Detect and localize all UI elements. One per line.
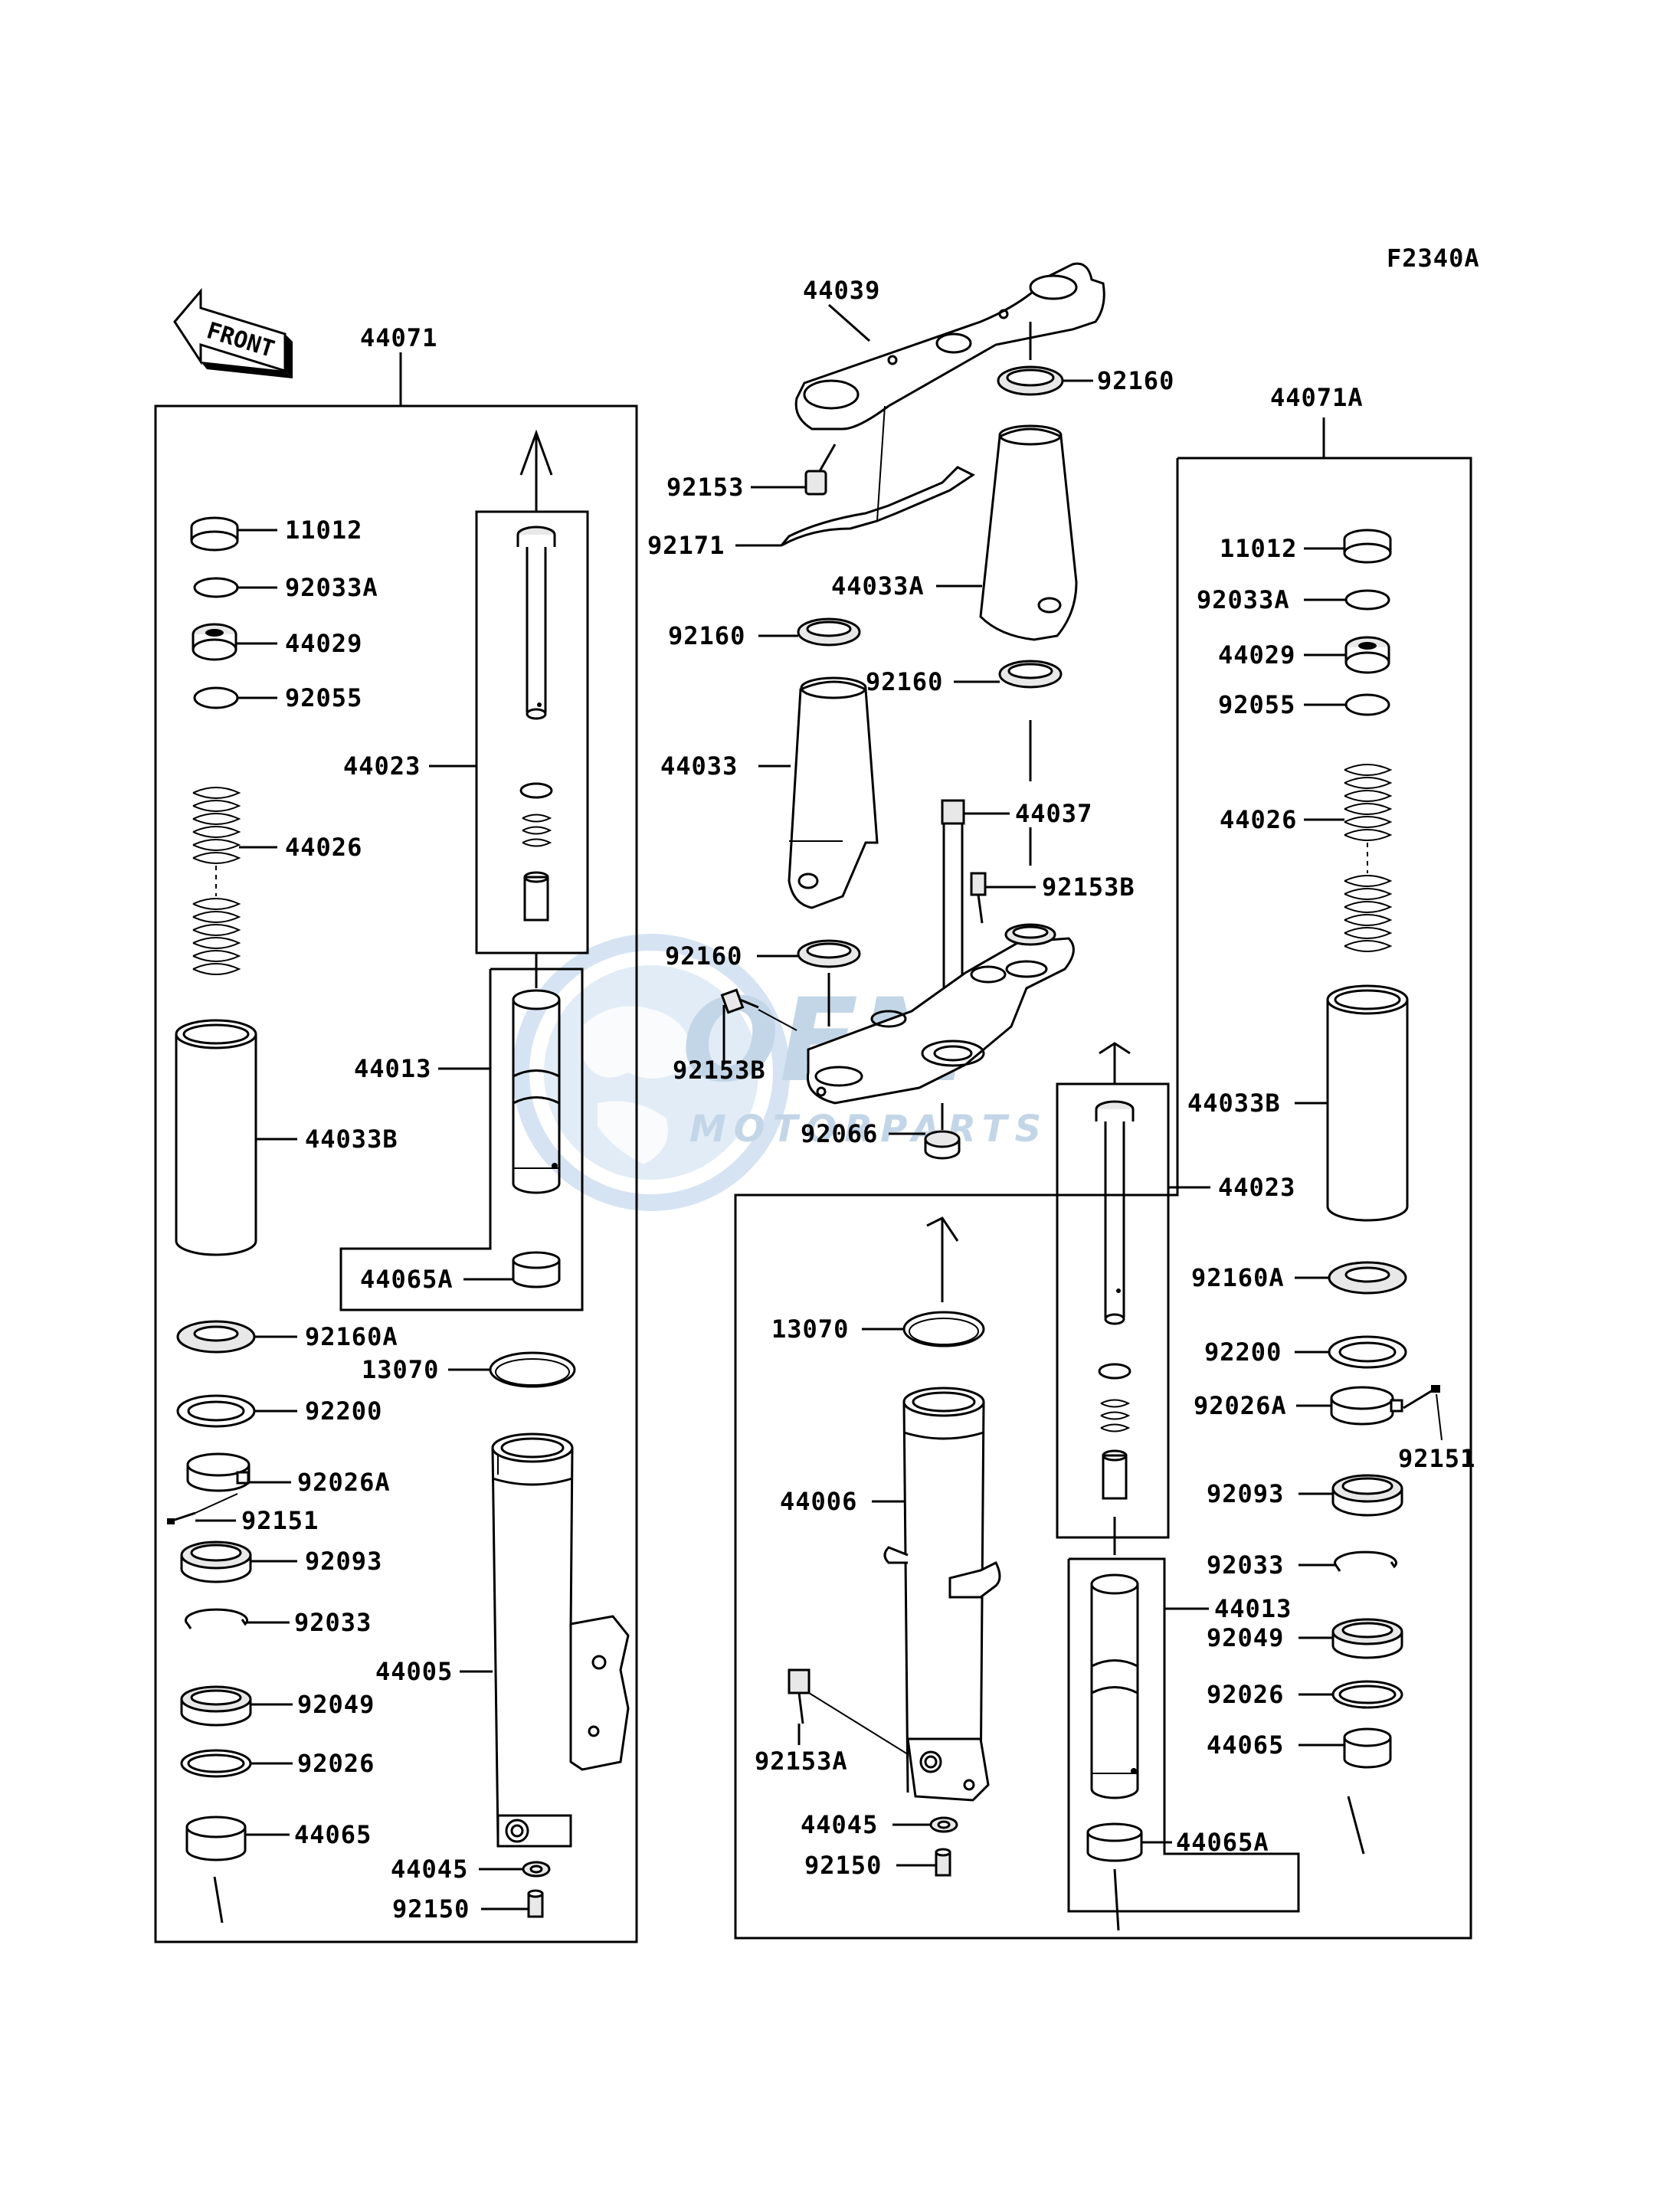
label-44045-left: 44045 bbox=[391, 1855, 468, 1884]
diagram-code: F2340A bbox=[1387, 244, 1480, 273]
label-44033B-right: 44033B bbox=[1187, 1089, 1281, 1118]
label-11012-right: 11012 bbox=[1220, 534, 1297, 563]
label-92049-right: 92049 bbox=[1207, 1623, 1284, 1652]
label-44065A-left: 44065A bbox=[360, 1265, 454, 1294]
right-cartridge-frame bbox=[1056, 1082, 1170, 1539]
label-44033A: 44033A bbox=[831, 571, 925, 601]
label-44013-right: 44013 bbox=[1214, 1594, 1292, 1623]
label-92033-right: 92033 bbox=[1207, 1550, 1284, 1580]
label-92160A-left: 92160A bbox=[305, 1322, 398, 1351]
bolt-icon bbox=[788, 1668, 909, 1755]
left-assembly-frame bbox=[154, 404, 638, 1943]
label-92049-left: 92049 bbox=[297, 1690, 375, 1719]
label-44065-right: 44065 bbox=[1207, 1730, 1284, 1760]
label-92200-right: 92200 bbox=[1204, 1338, 1282, 1367]
left-outer-tube bbox=[491, 1432, 630, 1848]
spring-icon bbox=[1344, 764, 1393, 952]
label-92171: 92171 bbox=[647, 531, 725, 560]
label-44039: 44039 bbox=[803, 276, 880, 305]
label-92026-right: 92026 bbox=[1207, 1680, 1284, 1709]
bolt-icon bbox=[720, 988, 759, 1014]
right-fork-assembly: 44071A 11012 92033A 44029 92055 44026 bbox=[734, 383, 1475, 1940]
label-44071: 44071 bbox=[360, 323, 437, 352]
label-44045-right: 44045 bbox=[801, 1810, 878, 1839]
label-44023-left: 44023 bbox=[343, 751, 421, 781]
label-92200-left: 92200 bbox=[305, 1396, 382, 1426]
label-92055-left: 92055 bbox=[285, 683, 362, 712]
steering-assembly: 44039 92160 92153 92171 44033A 92160 bbox=[647, 262, 1174, 1160]
label-44065A-right: 44065A bbox=[1176, 1828, 1269, 1857]
label-44029-left: 44029 bbox=[285, 629, 362, 658]
label-92026A-right: 92026A bbox=[1194, 1391, 1287, 1420]
label-92151-right: 92151 bbox=[1398, 1444, 1475, 1473]
label-44006: 44006 bbox=[780, 1487, 857, 1516]
label-92160A-right: 92160A bbox=[1191, 1263, 1285, 1292]
label-44029-right: 44029 bbox=[1218, 640, 1295, 670]
label-13070-left: 13070 bbox=[362, 1355, 439, 1384]
label-13070-right: 13070 bbox=[771, 1315, 849, 1344]
label-92160-c: 92160 bbox=[665, 941, 742, 971]
label-92066: 92066 bbox=[801, 1119, 878, 1148]
label-92150-right: 92150 bbox=[804, 1851, 882, 1880]
label-44071A: 44071A bbox=[1270, 383, 1364, 412]
label-11012-left: 11012 bbox=[285, 516, 362, 545]
label-92026-left: 92026 bbox=[297, 1749, 375, 1778]
label-44013-left: 44013 bbox=[354, 1054, 431, 1083]
bolt-icon bbox=[970, 872, 987, 924]
label-44005-left: 44005 bbox=[375, 1657, 453, 1686]
label-44065-left: 44065 bbox=[294, 1820, 372, 1849]
label-92153: 92153 bbox=[666, 473, 744, 502]
watermark-sub: MOTORPARTS bbox=[689, 1108, 1049, 1151]
label-44026-left: 44026 bbox=[285, 833, 362, 862]
front-arrow-icon: FRONT bbox=[173, 287, 293, 378]
label-92153B-b: 92153B bbox=[673, 1056, 766, 1085]
label-92055-right: 92055 bbox=[1218, 690, 1295, 719]
label-44033B-left: 44033B bbox=[305, 1125, 398, 1154]
right-assembly-frame bbox=[734, 457, 1472, 1940]
left-cartridge-frame bbox=[475, 510, 589, 954]
label-92093-right: 92093 bbox=[1207, 1479, 1284, 1508]
label-92153A: 92153A bbox=[755, 1747, 848, 1776]
right-outer-tube bbox=[883, 1387, 1001, 1802]
label-92033A-left: 92033A bbox=[285, 573, 378, 602]
label-44026-right: 44026 bbox=[1220, 805, 1297, 834]
label-92026A-left: 92026A bbox=[297, 1468, 391, 1497]
label-92150-left: 92150 bbox=[392, 1894, 470, 1924]
label-44037: 44037 bbox=[1015, 799, 1092, 828]
label-44023-right: 44023 bbox=[1218, 1173, 1295, 1202]
label-92160-top: 92160 bbox=[1097, 366, 1174, 395]
label-92033A-right: 92033A bbox=[1197, 585, 1290, 614]
label-92151-left: 92151 bbox=[241, 1506, 319, 1535]
label-92093-left: 92093 bbox=[305, 1547, 382, 1576]
left-fork-assembly: 44071 11012 92033A 44029 92055 44026 bbox=[154, 323, 638, 1943]
label-92160-b: 92160 bbox=[866, 667, 943, 696]
bolt-icon bbox=[804, 444, 837, 496]
label-92033-left: 92033 bbox=[294, 1608, 372, 1637]
label-44033: 44033 bbox=[660, 751, 738, 781]
label-92153B-a: 92153B bbox=[1042, 873, 1135, 902]
spring-icon bbox=[192, 787, 241, 975]
label-92160-a: 92160 bbox=[668, 621, 745, 650]
